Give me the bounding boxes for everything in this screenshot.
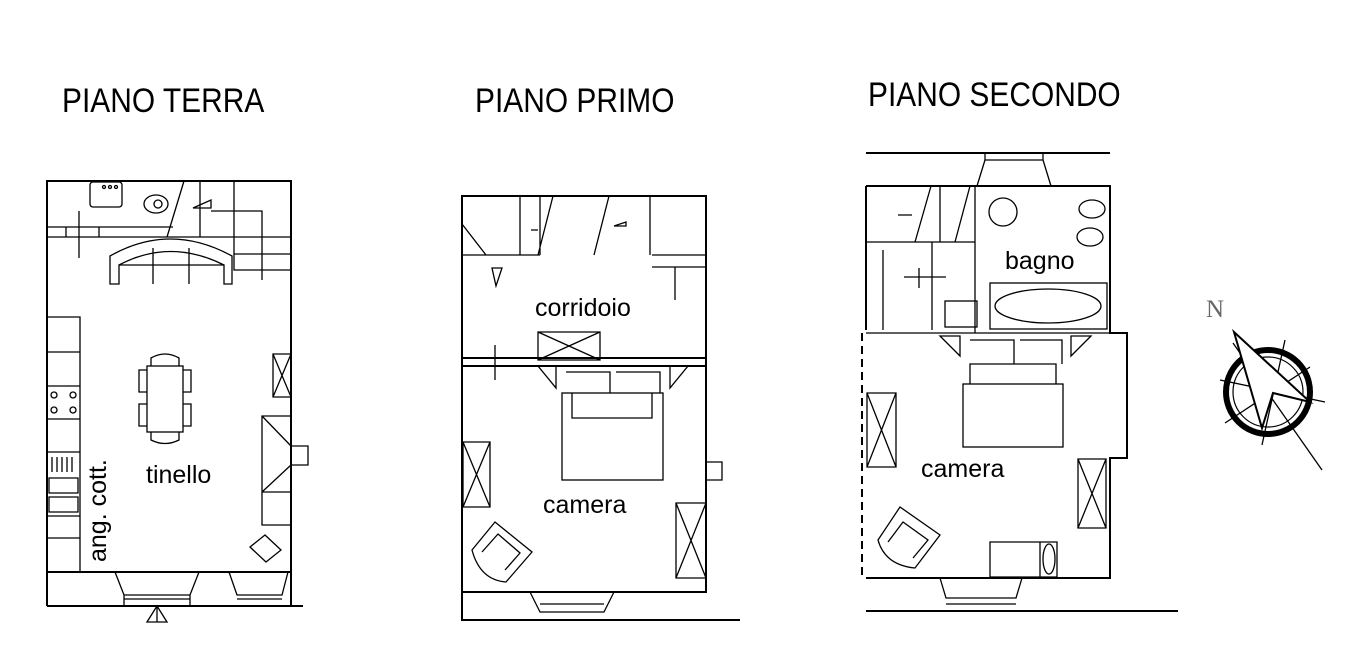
room-label-tinello: tinello bbox=[146, 461, 212, 489]
plan-piano-terra bbox=[46, 180, 309, 623]
compass-rose-icon bbox=[1219, 328, 1326, 471]
plan-piano-primo bbox=[461, 195, 740, 621]
room-label-camera-primo: camera bbox=[543, 491, 627, 519]
floor-title-piano-primo: PIANO PRIMO bbox=[475, 82, 675, 120]
room-label-corridoio: corridoio bbox=[535, 294, 631, 322]
compass-north-label: N bbox=[1206, 296, 1225, 323]
room-label-angolo-cottura: ang. cott. bbox=[84, 459, 112, 562]
floor-title-piano-terra: PIANO TERRA bbox=[62, 82, 265, 120]
room-label-camera-secondo: camera bbox=[921, 455, 1005, 483]
floor-title-piano-secondo: PIANO SECONDO bbox=[868, 76, 1121, 114]
plan-piano-secondo bbox=[861, 152, 1178, 612]
room-label-bagno: bagno bbox=[1005, 247, 1075, 275]
